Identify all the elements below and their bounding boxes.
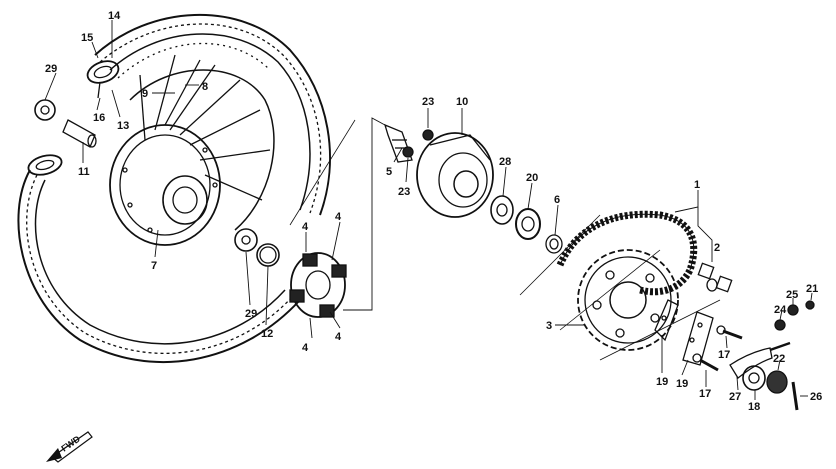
- callout-19b: 19: [676, 378, 688, 390]
- callout-28: 28: [499, 156, 511, 168]
- callout-2: 2: [714, 242, 720, 254]
- callout-23-lower: 23: [398, 186, 410, 198]
- callout-14: 14: [108, 10, 121, 22]
- callout-8: 8: [202, 81, 208, 93]
- callout-10: 10: [456, 96, 468, 108]
- callout-4a: 4: [302, 221, 309, 233]
- chain-joint-2: [697, 262, 733, 293]
- callout-3: 3: [546, 320, 552, 332]
- callout-22: 22: [773, 353, 785, 365]
- cotter-pin-26: [791, 381, 799, 411]
- callout-20: 20: [526, 172, 538, 184]
- collar-6: [545, 234, 563, 254]
- callout-15: 15: [81, 32, 93, 44]
- callout-21: 21: [806, 283, 818, 295]
- callout-11: 11: [78, 166, 90, 178]
- nut-23-lower: [402, 146, 414, 158]
- nut-23-upper: [422, 129, 434, 141]
- oil-seal-20: [515, 208, 541, 240]
- callout-23-upper: 23: [422, 96, 434, 108]
- callout-labels: 14 15 29 9 8 16 13 11 7 29 12 4 4 4 4 4 …: [45, 10, 822, 413]
- rear-tire-upper: [94, 14, 331, 216]
- forward-direction-marker: FWD: [46, 431, 93, 463]
- callout-26: 26: [810, 391, 822, 403]
- bearing-28: [490, 195, 514, 225]
- callout-13: 13: [117, 120, 129, 132]
- inner-tube-15: [86, 60, 120, 99]
- callout-18: 18: [748, 401, 760, 413]
- nut-25: [787, 304, 799, 316]
- nut-24: [774, 319, 786, 331]
- callout-17-lower: 17: [699, 388, 711, 400]
- callout-5: 5: [386, 166, 392, 178]
- damper-rubber-4: [289, 252, 347, 318]
- callout-4d: 4: [302, 342, 309, 354]
- cap-22: [766, 370, 788, 394]
- callout-16: 16: [93, 112, 105, 124]
- bearing-29-lower: [234, 228, 258, 252]
- spacer-11: [62, 119, 97, 148]
- callout-27: 27: [729, 391, 741, 403]
- bearing-29-upper: [34, 99, 56, 121]
- bolt-17-lower: [692, 353, 719, 372]
- callout-29-lower: 29: [245, 308, 257, 320]
- bolt-17-upper: [716, 325, 743, 340]
- callout-7: 7: [151, 260, 157, 272]
- bolt-21: [805, 300, 815, 310]
- fwd-label: FWD: [59, 433, 82, 453]
- leader-lines: [44, 20, 813, 400]
- drive-chain-1: [556, 210, 698, 296]
- callout-24: 24: [774, 304, 787, 316]
- driven-flange-10: [416, 132, 494, 218]
- callout-17-upper: 17: [718, 349, 730, 361]
- callout-1: 1: [694, 179, 700, 191]
- axle-nut-18: [742, 365, 766, 391]
- callout-19a: 19: [656, 376, 668, 388]
- callout-4b: 4: [335, 211, 342, 223]
- callout-25: 25: [786, 289, 798, 301]
- callout-6: 6: [554, 194, 560, 206]
- callout-12: 12: [261, 328, 273, 340]
- callout-29-upper: 29: [45, 63, 57, 75]
- callout-9: 9: [142, 88, 148, 100]
- o-ring-12: [256, 243, 280, 267]
- rear-tire-lower: [17, 154, 301, 364]
- lock-plate-19b: [682, 311, 714, 366]
- spoked-wheel: [109, 54, 275, 246]
- callout-4c: 4: [335, 331, 342, 343]
- alignment-lines: [289, 119, 721, 361]
- driven-sprocket-3: [577, 249, 679, 351]
